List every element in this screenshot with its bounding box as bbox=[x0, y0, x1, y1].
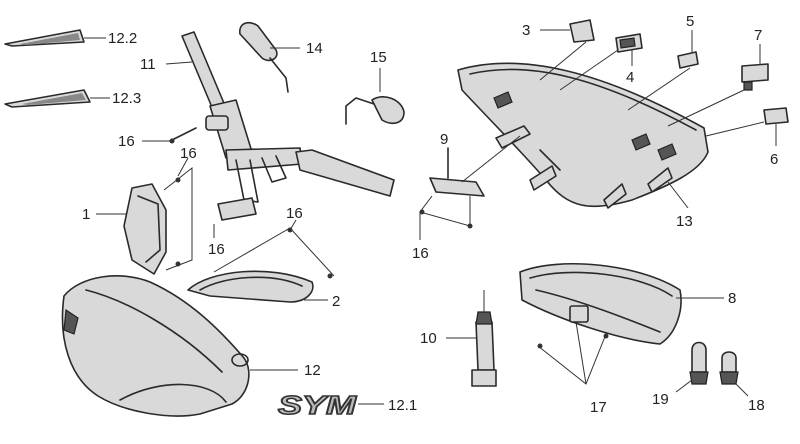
cable-10 bbox=[446, 290, 497, 387]
label-16-d: 16 bbox=[286, 205, 303, 222]
handlebar-cover bbox=[457, 62, 709, 209]
label-4: 4 bbox=[626, 69, 634, 86]
speedometer bbox=[519, 262, 724, 345]
sym-emblem-text: SYM bbox=[278, 390, 358, 420]
label-12-3: 12.3 bbox=[112, 90, 141, 107]
label-6: 6 bbox=[770, 151, 778, 168]
handlebar bbox=[165, 31, 395, 221]
label-16-c: 16 bbox=[208, 241, 225, 258]
bulb-19 bbox=[675, 341, 709, 393]
decal-12-3 bbox=[4, 89, 110, 108]
headlight bbox=[96, 166, 193, 275]
bulb-18 bbox=[719, 351, 749, 397]
label-12: 12 bbox=[304, 362, 321, 379]
leader-group-16 bbox=[177, 157, 421, 240]
screw-16-handlebar bbox=[142, 127, 215, 238]
label-7: 7 bbox=[754, 27, 762, 44]
label-12-2: 12.2 bbox=[108, 30, 137, 47]
label-9: 9 bbox=[440, 131, 448, 148]
cap-3 bbox=[539, 19, 595, 81]
mirror-left bbox=[239, 21, 300, 93]
label-5: 5 bbox=[686, 13, 694, 30]
front-cover bbox=[61, 275, 298, 417]
switch-6 bbox=[705, 107, 789, 146]
label-16-b: 16 bbox=[180, 145, 197, 162]
front-lens bbox=[187, 227, 335, 303]
label-18: 18 bbox=[748, 397, 765, 414]
label-2: 2 bbox=[332, 293, 340, 310]
label-13: 13 bbox=[676, 213, 693, 230]
switch-5 bbox=[627, 30, 699, 111]
switch-4 bbox=[559, 33, 643, 91]
label-17: 17 bbox=[590, 399, 607, 416]
mirror-right bbox=[345, 68, 405, 125]
label-8: 8 bbox=[728, 290, 736, 307]
label-16-e: 16 bbox=[412, 245, 429, 262]
screws-17 bbox=[537, 321, 609, 385]
label-10: 10 bbox=[420, 330, 437, 347]
label-15: 15 bbox=[370, 49, 387, 66]
decal-12-2 bbox=[4, 29, 106, 47]
label-12-1: 12.1 bbox=[388, 397, 417, 414]
labels: 12.2 12.3 11 16 16 1 16 16 2 12 12.1 14 … bbox=[82, 13, 778, 416]
switch-7 bbox=[667, 44, 769, 127]
label-19: 19 bbox=[652, 391, 669, 408]
sym-emblem: SYM bbox=[277, 389, 384, 421]
label-16-a: 16 bbox=[118, 133, 135, 150]
label-1: 1 bbox=[82, 206, 90, 223]
label-14: 14 bbox=[306, 40, 323, 57]
bracket-9 bbox=[419, 135, 521, 229]
label-11: 11 bbox=[140, 56, 156, 73]
label-3: 3 bbox=[522, 22, 530, 39]
